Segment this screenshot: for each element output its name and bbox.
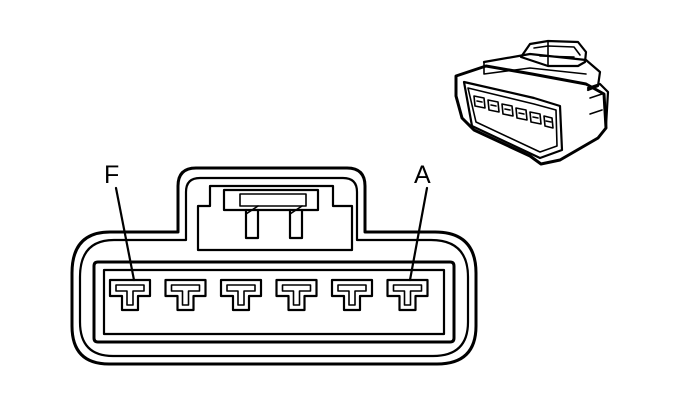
terminal-cavity xyxy=(219,278,263,312)
terminal-cavity xyxy=(386,278,429,312)
label-pin-a: A xyxy=(414,161,431,189)
connector-front-view xyxy=(70,166,478,366)
pointer-line-a xyxy=(408,186,429,282)
pointer-line-f xyxy=(114,186,136,282)
terminal-cavity xyxy=(275,278,318,312)
terminal-cavity xyxy=(330,278,374,312)
terminal-cavity xyxy=(164,278,207,312)
terminal-cavities xyxy=(108,278,429,312)
label-pin-f: F xyxy=(104,161,119,189)
connector-isometric-view xyxy=(454,39,610,166)
terminal-cavity xyxy=(108,278,152,312)
